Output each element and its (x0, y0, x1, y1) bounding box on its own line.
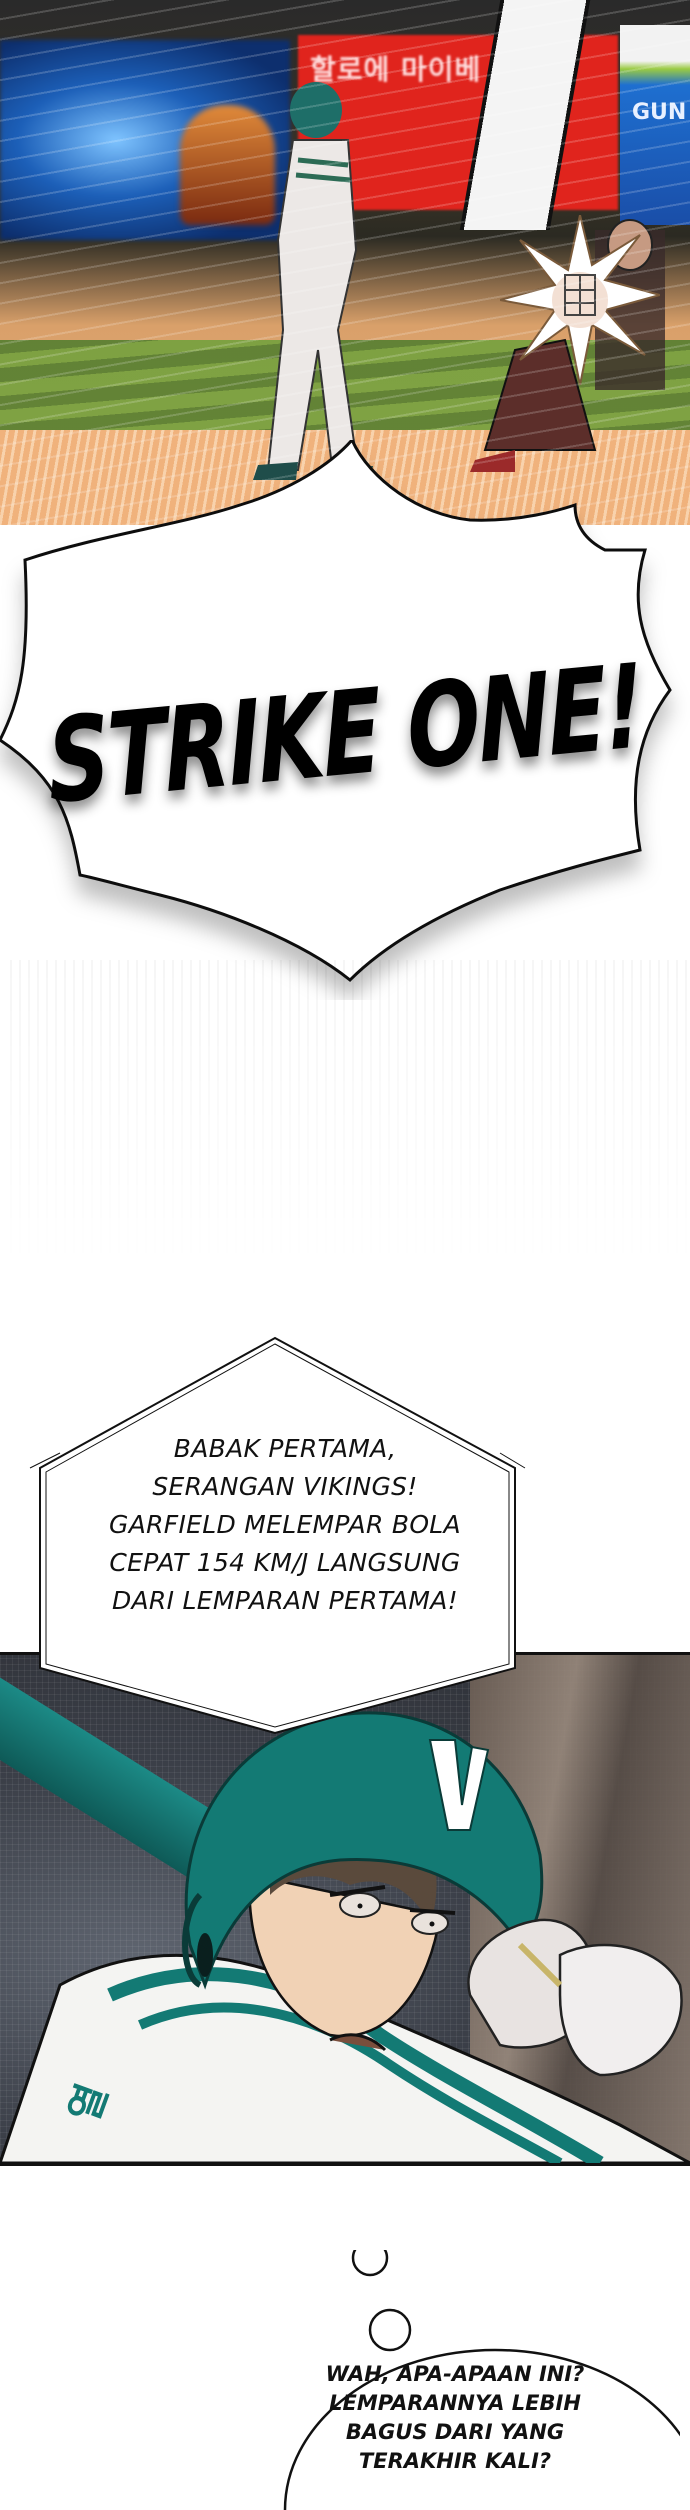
speech-line: BAGUS DARI YANG (345, 2420, 565, 2444)
fade-speed-lines (10, 960, 690, 1270)
caption-line: GARFIELD MELEMPAR BOLA (109, 1510, 461, 1539)
sfx-bubble-shape (0, 440, 672, 983)
caption-text: BABAK PERTAMA, SERANGAN VIKINGS! GARFIEL… (60, 1430, 510, 1620)
caption-line: SERANGAN VIKINGS! (152, 1472, 418, 1501)
helmet-v-logo (428, 1739, 490, 1831)
orange-object-blur (180, 105, 275, 225)
red-banner-text: 할로에 마이베 (310, 48, 481, 88)
blue-banner (620, 25, 690, 225)
speech-line: LEMPARANNYA LEBIH (329, 2391, 581, 2415)
caption-line: DARI LEMPARAN PERTAMA! (111, 1586, 458, 1615)
speech-line: TERAKHIR KALI? (358, 2449, 552, 2473)
blue-banner-text: GUN (632, 100, 686, 125)
caption-line: CEPAT 154 KM/J LANGSUNG (109, 1548, 461, 1577)
speech-bubble-shape (283, 2250, 680, 2510)
caption-hexagon (29, 1336, 526, 1735)
panel-batter-closeup: 열 (0, 1652, 690, 2166)
impact-burst (500, 215, 660, 385)
speed-lines (0, 0, 690, 525)
speech-text: WAH, APA-APAAN INI? LEMPARANNYA LEBIH BA… (290, 2360, 620, 2476)
batter-closeup-figure: 열 (0, 1711, 690, 2163)
batter-figure (253, 82, 373, 482)
caption-line: BABAK PERTAMA, (173, 1434, 397, 1463)
speech-line: WAH, APA-APAAN INI? (325, 2362, 585, 2386)
panel-stadium-action: 할로에 마이베 GUN (0, 0, 690, 525)
